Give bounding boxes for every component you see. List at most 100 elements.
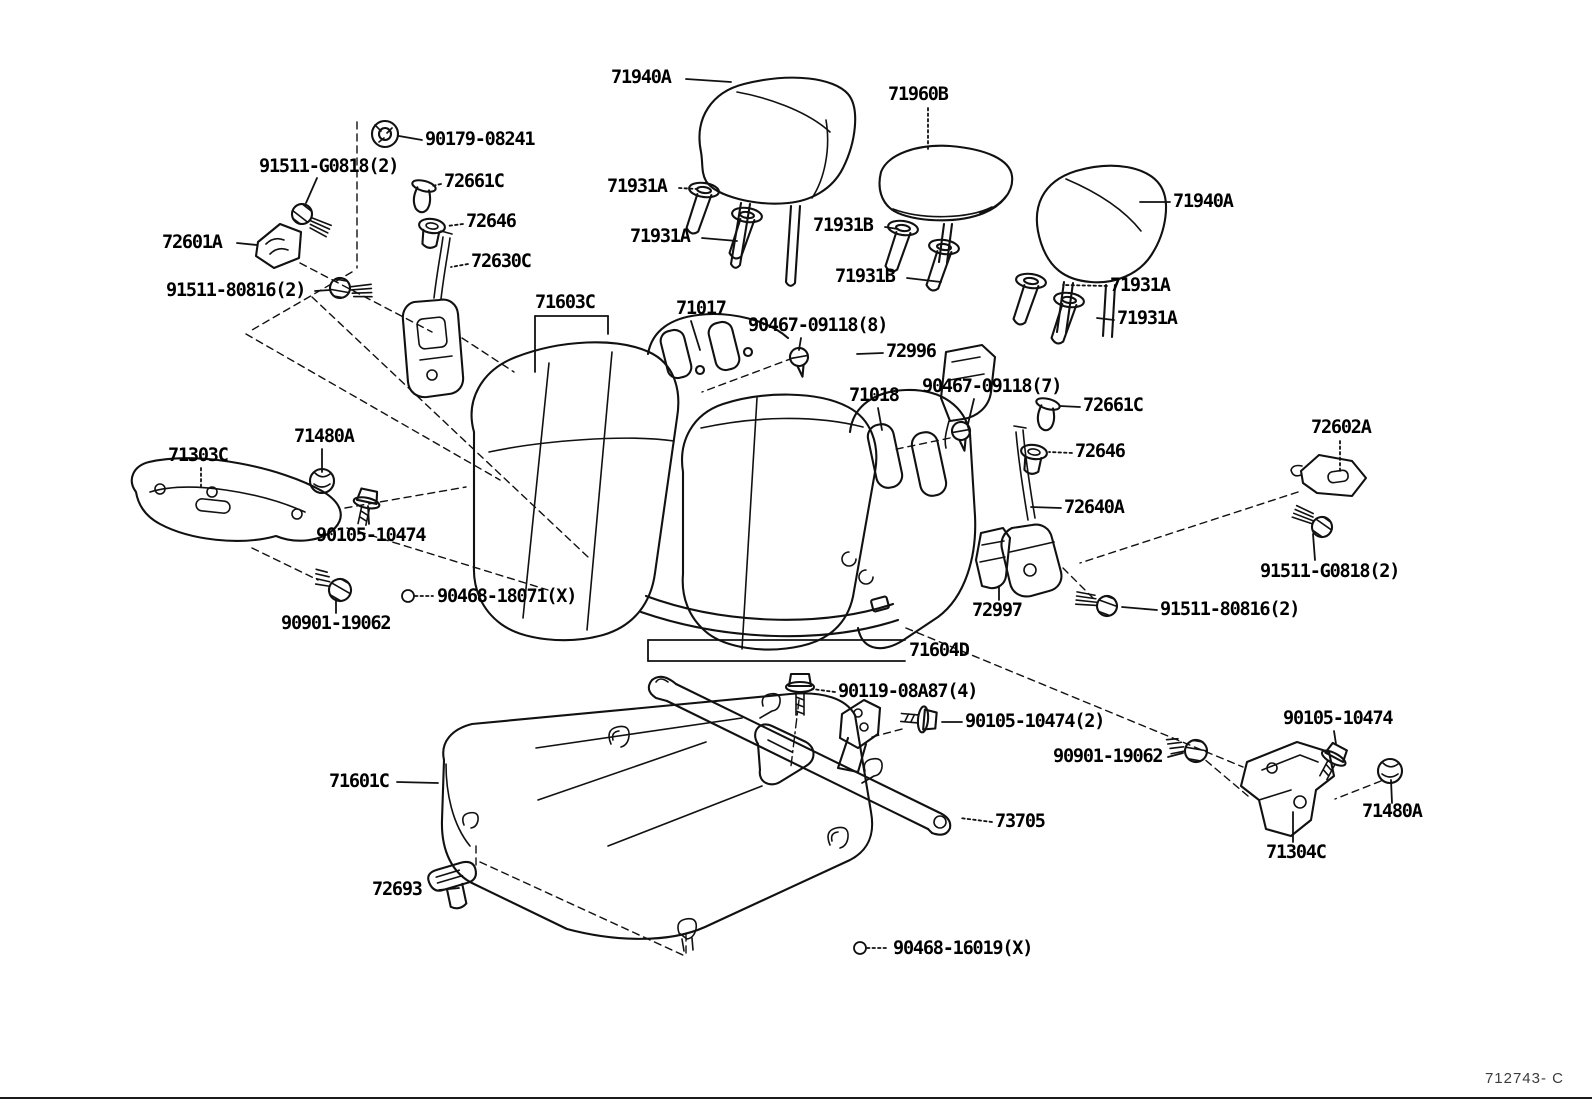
leader-line-72996 bbox=[856, 352, 884, 355]
seat-cushion-71601C-art bbox=[440, 692, 874, 952]
leader-line-91511-G0818-left bbox=[305, 177, 318, 204]
part-label-90179-08241[interactable]: 90179-08241 bbox=[425, 129, 536, 151]
part-label-71017[interactable]: 71017 bbox=[676, 298, 727, 320]
part-label-90105-10474-2[interactable]: 90105-10474(2) bbox=[965, 711, 1105, 733]
leader-line-71931A-4 bbox=[1096, 317, 1115, 321]
leader-line-72646-left bbox=[446, 223, 464, 227]
leader-line-72661C-right bbox=[1059, 405, 1081, 408]
bolt-90119-icon bbox=[784, 672, 816, 716]
headrest-guide-pins-art bbox=[685, 181, 1085, 345]
part-label-71931A-3[interactable]: 71931A bbox=[1110, 275, 1171, 297]
leader-line-90467-09118-7 bbox=[967, 398, 975, 425]
part-label-71304C[interactable]: 71304C bbox=[1266, 842, 1327, 864]
fasteners-art bbox=[290, 119, 1404, 785]
leader-line-73705 bbox=[959, 817, 993, 823]
washer-71480A-right-icon bbox=[1376, 757, 1404, 785]
part-label-71604D[interactable]: 71604D bbox=[909, 640, 970, 662]
stud-72661C-right-icon bbox=[1035, 397, 1061, 432]
part-label-71931A-2[interactable]: 71931A bbox=[630, 226, 691, 248]
part-label-90105-10474-right[interactable]: 90105-10474 bbox=[1283, 708, 1394, 730]
hook-fastener-icon-90468-18071 bbox=[401, 589, 415, 603]
leader-line-91511-G0818-right bbox=[1312, 533, 1316, 561]
construction-lines-art bbox=[245, 121, 1382, 957]
clip-72996-art bbox=[939, 343, 997, 449]
part-label-91511-80816-right[interactable]: 91511-80816(2) bbox=[1160, 599, 1300, 621]
leader-line-72640A bbox=[1030, 506, 1062, 509]
clip-72997-art bbox=[974, 526, 1012, 590]
part-label-72997[interactable]: 72997 bbox=[972, 600, 1023, 622]
part-label-90467-09118-8[interactable]: 90467-09118(8) bbox=[748, 315, 888, 337]
seatback-frame-71017-71018-art bbox=[639, 313, 977, 650]
part-label-71931B-1[interactable]: 71931B bbox=[813, 215, 874, 237]
part-label-71303C[interactable]: 71303C bbox=[168, 445, 229, 467]
part-label-71603C[interactable]: 71603C bbox=[535, 292, 596, 314]
part-label-72646-right[interactable]: 72646 bbox=[1075, 441, 1126, 463]
part-label-73705[interactable]: 73705 bbox=[995, 811, 1046, 833]
lock-72630C-art bbox=[401, 230, 465, 399]
part-label-72601A[interactable]: 72601A bbox=[162, 232, 223, 254]
part-label-90901-19062-left[interactable]: 90901-19062 bbox=[281, 613, 392, 635]
hook-fastener-icon-90468-16019 bbox=[853, 941, 867, 955]
leader-line-71931A-1 bbox=[678, 187, 698, 190]
part-label-71931A-1[interactable]: 71931A bbox=[607, 176, 668, 198]
leader-line-91511-80816-left bbox=[314, 289, 331, 292]
part-label-71601C[interactable]: 71601C bbox=[329, 771, 390, 793]
part-label-71018[interactable]: 71018 bbox=[849, 385, 900, 407]
part-label-91511-80816-left[interactable]: 91511-80816(2) bbox=[166, 280, 306, 302]
leader-line-91511-80816-right bbox=[1121, 606, 1158, 611]
bolt-90105-left-icon bbox=[352, 487, 381, 526]
bracket-72601A-art bbox=[254, 222, 303, 270]
part-label-91511-G0818-left[interactable]: 91511-G0818(2) bbox=[259, 156, 399, 178]
bolt-91511-G0818-left-icon bbox=[290, 202, 332, 238]
leader-line-71480A-right bbox=[1390, 779, 1393, 804]
leader-line-71940A-top bbox=[685, 78, 732, 83]
stud-72661C-left-icon bbox=[411, 179, 437, 214]
leader-line-71017 bbox=[690, 320, 701, 351]
part-label-71940A-right[interactable]: 71940A bbox=[1173, 191, 1234, 213]
leader-line-90467-09118-8 bbox=[798, 337, 802, 351]
leader-line-72601A bbox=[236, 242, 258, 246]
bolt-91511-G0818-right-icon bbox=[1291, 504, 1334, 539]
screw-90467-7-icon bbox=[950, 420, 972, 452]
drawing-number: 712743- C bbox=[1484, 1070, 1564, 1087]
part-label-71480A-left[interactable]: 71480A bbox=[294, 426, 355, 448]
part-label-71960B[interactable]: 71960B bbox=[888, 84, 949, 106]
part-label-71480A-right[interactable]: 71480A bbox=[1362, 801, 1423, 823]
part-label-71931B-2[interactable]: 71931B bbox=[835, 266, 896, 288]
leader-line-72630C bbox=[450, 263, 469, 268]
part-label-72996[interactable]: 72996 bbox=[886, 341, 937, 363]
leader-line-71931B-2 bbox=[906, 277, 942, 283]
bolt-91511-80816-right-icon bbox=[1074, 591, 1119, 618]
part-label-72630C[interactable]: 72630C bbox=[471, 251, 532, 273]
part-label-90468-16019[interactable]: 90468-16019(X) bbox=[893, 938, 1033, 960]
part-label-90467-09118-7[interactable]: 90467-09118(7) bbox=[922, 376, 1062, 398]
part-label-90901-19062-right[interactable]: 90901-19062 bbox=[1053, 746, 1164, 768]
part-label-71940A-top[interactable]: 71940A bbox=[611, 67, 672, 89]
leader-line-90105-10474-left bbox=[367, 505, 370, 525]
part-label-72646-left[interactable]: 72646 bbox=[466, 211, 517, 233]
part-label-72602A[interactable]: 72602A bbox=[1311, 417, 1372, 439]
part-label-72661C-left[interactable]: 72661C bbox=[444, 171, 505, 193]
part-label-71931A-4[interactable]: 71931A bbox=[1117, 308, 1178, 330]
leader-line-71931A-3 bbox=[1062, 284, 1108, 287]
part-label-90468-18071[interactable]: 90468-18071(X) bbox=[437, 586, 577, 608]
leader-line-71601C bbox=[396, 781, 439, 784]
hinge-71304C-art bbox=[1239, 740, 1336, 838]
part-label-72640A[interactable]: 72640A bbox=[1064, 497, 1125, 519]
part-label-90119-08A87[interactable]: 90119-08A87(4) bbox=[838, 681, 978, 703]
part-label-90105-10474-left[interactable]: 90105-10474 bbox=[316, 525, 427, 547]
leader-line-72693 bbox=[438, 887, 460, 891]
grommet-72646-left-icon bbox=[418, 217, 446, 249]
leader-line-90901-19062-right bbox=[1167, 752, 1184, 758]
leader-line-71931B-1 bbox=[884, 226, 899, 230]
leader-line-90179-08241 bbox=[398, 135, 423, 141]
part-label-72693[interactable]: 72693 bbox=[372, 879, 423, 901]
grommet-72646-right-icon bbox=[1020, 443, 1048, 475]
part-label-91511-G0818-right[interactable]: 91511-G0818(2) bbox=[1260, 561, 1400, 583]
part-label-72661C-right[interactable]: 72661C bbox=[1083, 395, 1144, 417]
bolt-90105-center-icon bbox=[899, 705, 938, 734]
leader-line-71018 bbox=[877, 407, 883, 431]
